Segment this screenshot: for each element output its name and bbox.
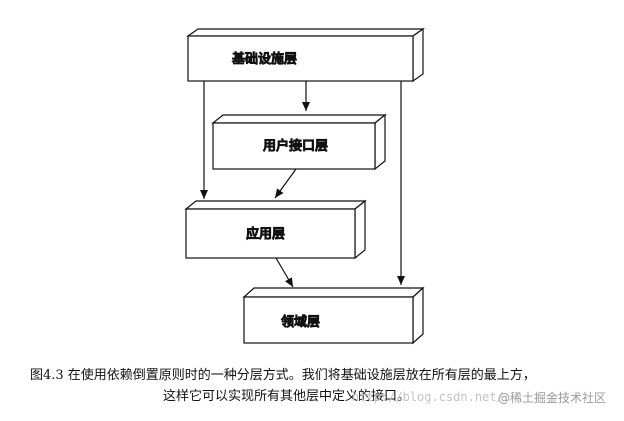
application-layer-side-face	[354, 199, 366, 260]
caption-line-1: 图4.3 在使用依赖倒置原则时的一种分层方式。我们将基础设施层放在所有层的最上方…	[30, 368, 536, 383]
application-layer-box: 应用层	[184, 199, 367, 260]
application-layer-label: 应用层	[246, 226, 285, 242]
ui-layer-box: 用户接口层	[211, 113, 387, 171]
domain-layer-front-face	[243, 296, 414, 344]
domain-layer-label: 领域层	[281, 315, 320, 330]
caption-line-2: 这样它可以实现所有其他层中定义的接口。	[163, 389, 411, 404]
infrastructure-layer-box: 基础设施层	[186, 27, 425, 83]
domain-layer-box: 领域层	[242, 286, 425, 345]
domain-layer-side-face	[412, 286, 424, 345]
watermark-brand: @稀土掘金技术社区	[498, 391, 607, 405]
ui-layer-front-face	[212, 122, 376, 170]
connectors	[200, 80, 405, 288]
watermark-url: http://blog.csdn.net/	[352, 390, 504, 404]
infrastructure-layer-side-face	[412, 27, 424, 83]
application-layer-top-face	[184, 200, 367, 210]
arrow-application-to-domain	[275, 257, 294, 288]
infrastructure-layer-label: 基础设施层	[232, 52, 297, 67]
application-layer-front-face	[185, 208, 356, 259]
domain-layer-top-face	[242, 287, 425, 298]
ui-layer-side-face	[374, 113, 386, 171]
infrastructure-layer-front-face	[187, 35, 414, 82]
arrow-ui-to-application	[274, 168, 297, 199]
ui-layer-top-face	[211, 114, 387, 124]
infrastructure-layer-top-face	[186, 28, 425, 37]
ui-layer-label: 用户接口层	[263, 138, 328, 154]
